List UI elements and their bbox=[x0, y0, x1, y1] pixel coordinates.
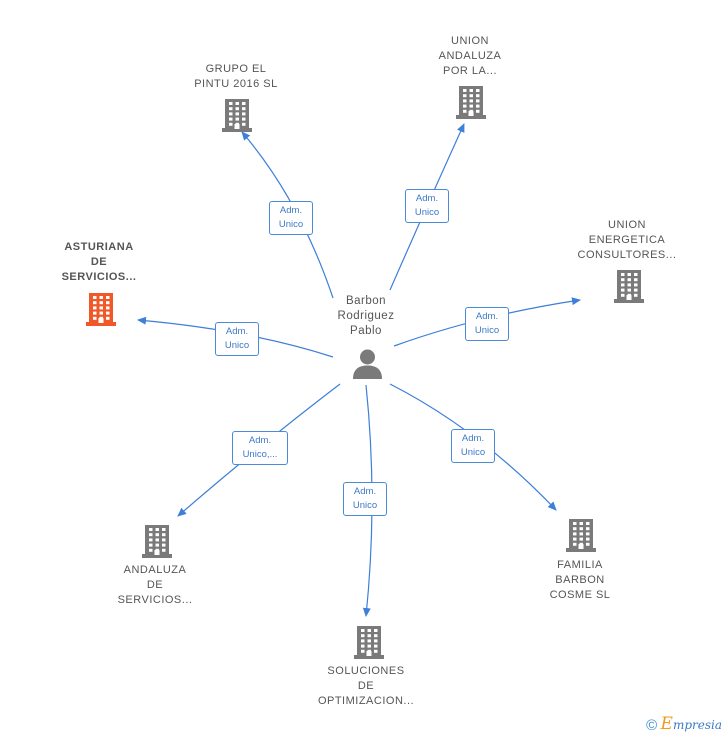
company-label-line: SERVICIOS... bbox=[61, 271, 137, 283]
company-label-line: UNION bbox=[608, 219, 646, 231]
company-label-line: FAMILIA bbox=[557, 559, 603, 571]
building-icon[interactable] bbox=[614, 269, 644, 308]
building-icon[interactable] bbox=[566, 518, 596, 557]
relation-label-line: Unico bbox=[224, 340, 250, 351]
person-icon[interactable] bbox=[352, 348, 383, 379]
relation-label-grupo[interactable]: Adm. Unico bbox=[269, 201, 313, 235]
building-icon[interactable] bbox=[456, 85, 486, 124]
company-label-union-energetica[interactable]: UNION ENERGETICA CONSULTORES... bbox=[566, 218, 688, 263]
relation-label-soluciones[interactable]: Adm. Unico bbox=[343, 482, 387, 516]
company-label-familia[interactable]: FAMILIA BARBON COSME SL bbox=[530, 558, 630, 603]
company-label-line: PINTU 2016 SL bbox=[194, 78, 278, 90]
company-label-line: DE bbox=[357, 680, 375, 692]
relation-label-line: Unico,... bbox=[242, 449, 278, 460]
company-label-line: POR LA... bbox=[442, 65, 498, 77]
company-label-andaluza[interactable]: ANDALUZA DE SERVICIOS... bbox=[100, 563, 210, 608]
company-label-line: DE bbox=[146, 579, 164, 591]
relation-label-line: Unico bbox=[414, 207, 440, 218]
company-label-line: GRUPO EL bbox=[205, 63, 267, 75]
relation-label-line: Unico bbox=[352, 500, 378, 511]
company-label-line: OPTIMIZACION... bbox=[317, 695, 415, 707]
brand-initial: E bbox=[660, 714, 673, 734]
company-label-line: SOLUCIONES bbox=[327, 665, 405, 677]
building-icon[interactable] bbox=[354, 625, 384, 664]
company-label-line: ANDALUZA bbox=[438, 50, 502, 62]
relation-label-union-andaluza[interactable]: Adm. Unico bbox=[405, 189, 449, 223]
relation-label-line: Unico bbox=[460, 447, 486, 458]
relation-label-line: Adm. bbox=[248, 435, 272, 446]
center-person-label[interactable]: Barbon Rodriguez Pablo bbox=[330, 294, 402, 339]
relation-label-line: Adm. bbox=[475, 311, 499, 322]
company-label-line: CONSULTORES... bbox=[577, 249, 677, 261]
relation-label-union-energetica[interactable]: Adm. Unico bbox=[465, 307, 509, 341]
company-label-line: BARBON bbox=[555, 574, 605, 586]
relation-label-andaluza[interactable]: Adm. Unico,... bbox=[232, 431, 288, 465]
center-label-line: Rodriguez bbox=[337, 310, 395, 322]
building-icon[interactable] bbox=[222, 98, 252, 137]
relation-label-line: Unico bbox=[278, 219, 304, 230]
building-icon[interactable] bbox=[86, 292, 116, 331]
relation-label-line: Unico bbox=[474, 325, 500, 336]
relation-label-familia[interactable]: Adm. Unico bbox=[451, 429, 495, 463]
relation-label-line: Adm. bbox=[415, 193, 439, 204]
company-label-line: ANDALUZA bbox=[123, 564, 187, 576]
building-icon[interactable] bbox=[142, 524, 172, 563]
company-label-union-andaluza[interactable]: UNION ANDALUZA POR LA... bbox=[420, 34, 520, 79]
company-label-grupo[interactable]: GRUPO EL PINTU 2016 SL bbox=[176, 62, 296, 92]
relation-label-line: Adm. bbox=[461, 433, 485, 444]
company-label-line: DE bbox=[90, 256, 108, 268]
brand-name: mpresia bbox=[672, 718, 722, 732]
company-label-line: ENERGETICA bbox=[588, 234, 666, 246]
relation-label-asturiana[interactable]: Adm. Unico bbox=[215, 322, 259, 356]
company-label-line: ASTURIANA bbox=[64, 241, 134, 253]
relation-label-line: Adm. bbox=[225, 326, 249, 337]
relation-label-line: Adm. bbox=[353, 486, 377, 497]
relation-label-line: Adm. bbox=[279, 205, 303, 216]
company-label-soluciones[interactable]: SOLUCIONES DE OPTIMIZACION... bbox=[306, 664, 426, 709]
company-label-line: COSME SL bbox=[549, 589, 611, 601]
copyright-icon: © bbox=[646, 717, 658, 734]
center-label-line: Barbon bbox=[345, 295, 387, 307]
footer-brand: © Empresia bbox=[646, 714, 722, 734]
company-label-asturiana[interactable]: ASTURIANA DE SERVICIOS... bbox=[44, 240, 154, 285]
company-label-line: UNION bbox=[451, 35, 489, 47]
company-label-line: SERVICIOS... bbox=[117, 594, 193, 606]
center-label-line: Pablo bbox=[350, 325, 382, 337]
